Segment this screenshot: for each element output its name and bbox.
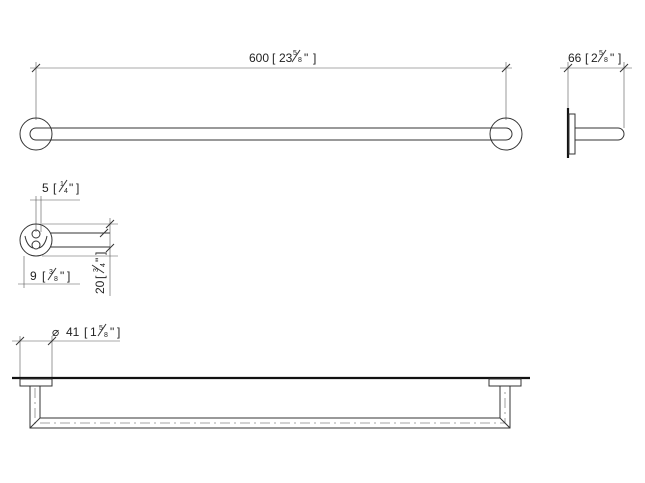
side-view: 66 [ 2 5 8 " ]	[560, 49, 632, 158]
bar-length-metric: 600	[249, 51, 269, 65]
top-bar-outer	[29, 386, 511, 429]
bar-length-dimension: 600 [ 23 5 8 " ]	[30, 49, 512, 120]
bracket-close: ]	[76, 181, 79, 195]
rosette-diameter-frac-num: 5	[99, 325, 103, 332]
detail-rosette	[19, 223, 53, 257]
top-right-rosette	[488, 378, 522, 387]
rosette-diameter-metric: 41	[66, 325, 80, 339]
projection-inch-whole: 2	[591, 51, 598, 65]
top-left-rosette	[19, 378, 53, 387]
bracket-close: ]	[93, 252, 107, 255]
bracket-open: [	[93, 275, 107, 279]
bracket-close: ]	[618, 51, 621, 65]
bracket-close: ]	[313, 51, 316, 65]
detail-view: 5 [ 1 4 " ] 20 [ 3 4 " ]	[18, 179, 118, 296]
rosette-diameter-dimension: ⌀ 41 [ 1 5 8 " ]	[12, 323, 120, 380]
top-view: ⌀ 41 [ 1 5 8 " ]	[12, 323, 530, 429]
bar-offset-frac-num: 1	[60, 181, 64, 188]
bracket-open: [	[53, 181, 57, 195]
projection-inch-mark: "	[610, 51, 614, 65]
rosette-height-metric: 20	[93, 280, 107, 294]
rosette-diameter-inch-mark: "	[110, 325, 114, 339]
bracket-close: ]	[117, 325, 120, 339]
detail-screw-bottom	[31, 240, 41, 250]
rosette-height-inch-mark: "	[93, 258, 107, 262]
bar-length-inch-whole: 23	[279, 51, 293, 65]
bar-offset-inch-mark: "	[69, 181, 73, 195]
projection-dimension: 66 [ 2 5 8 " ]	[560, 49, 632, 128]
rosette-diameter-inch-whole: 1	[90, 325, 97, 339]
screw-offset-frac-num: 3	[49, 269, 53, 276]
detail-clip	[24, 235, 48, 249]
bar-length-inch-mark: "	[304, 51, 308, 65]
screw-offset-inch-mark: "	[60, 269, 64, 283]
bracket-close: ]	[67, 269, 70, 283]
detail-bar-stub	[50, 232, 110, 248]
bracket-open: [	[84, 325, 88, 339]
bar-offset-dimension: 5 [ 1 4 " ]	[30, 179, 80, 232]
bracket-open: [	[585, 51, 589, 65]
projection-frac-den: 8	[604, 57, 608, 64]
bracket-open: [	[272, 51, 276, 65]
rosette-height-frac-num: 3	[93, 268, 100, 272]
side-rosette	[568, 113, 576, 155]
bar-offset-metric: 5	[42, 181, 49, 195]
rosette-diameter-frac-den: 8	[104, 332, 108, 339]
right-rosette	[489, 117, 523, 151]
front-view: 600 [ 23 5 8 " ]	[19, 49, 523, 151]
left-rosette	[19, 117, 53, 151]
bar-offset-frac-den: 4	[64, 188, 68, 195]
side-bar	[575, 127, 625, 141]
rosette-height-dimension: 20 [ 3 4 " ]	[91, 252, 107, 294]
rosette-diameter-symbol: ⌀	[52, 325, 59, 339]
bracket-open: [	[42, 269, 46, 283]
projection-frac-num: 5	[599, 50, 603, 57]
bar-length-frac-num: 5	[293, 50, 297, 57]
towel-bar-front	[29, 127, 513, 141]
bar-length-frac-den: 8	[298, 57, 302, 64]
screw-offset-frac-den: 8	[54, 276, 58, 283]
screw-offset-dimension: 9 [ 3 8 " ]	[18, 256, 80, 288]
rosette-height-frac-den: 4	[100, 263, 107, 267]
detail-screw-top	[31, 229, 41, 239]
projection-metric: 66	[568, 51, 582, 65]
top-bar-centerline	[34, 388, 506, 424]
top-bar-inner	[39, 386, 501, 419]
screw-offset-metric: 9	[30, 269, 37, 283]
